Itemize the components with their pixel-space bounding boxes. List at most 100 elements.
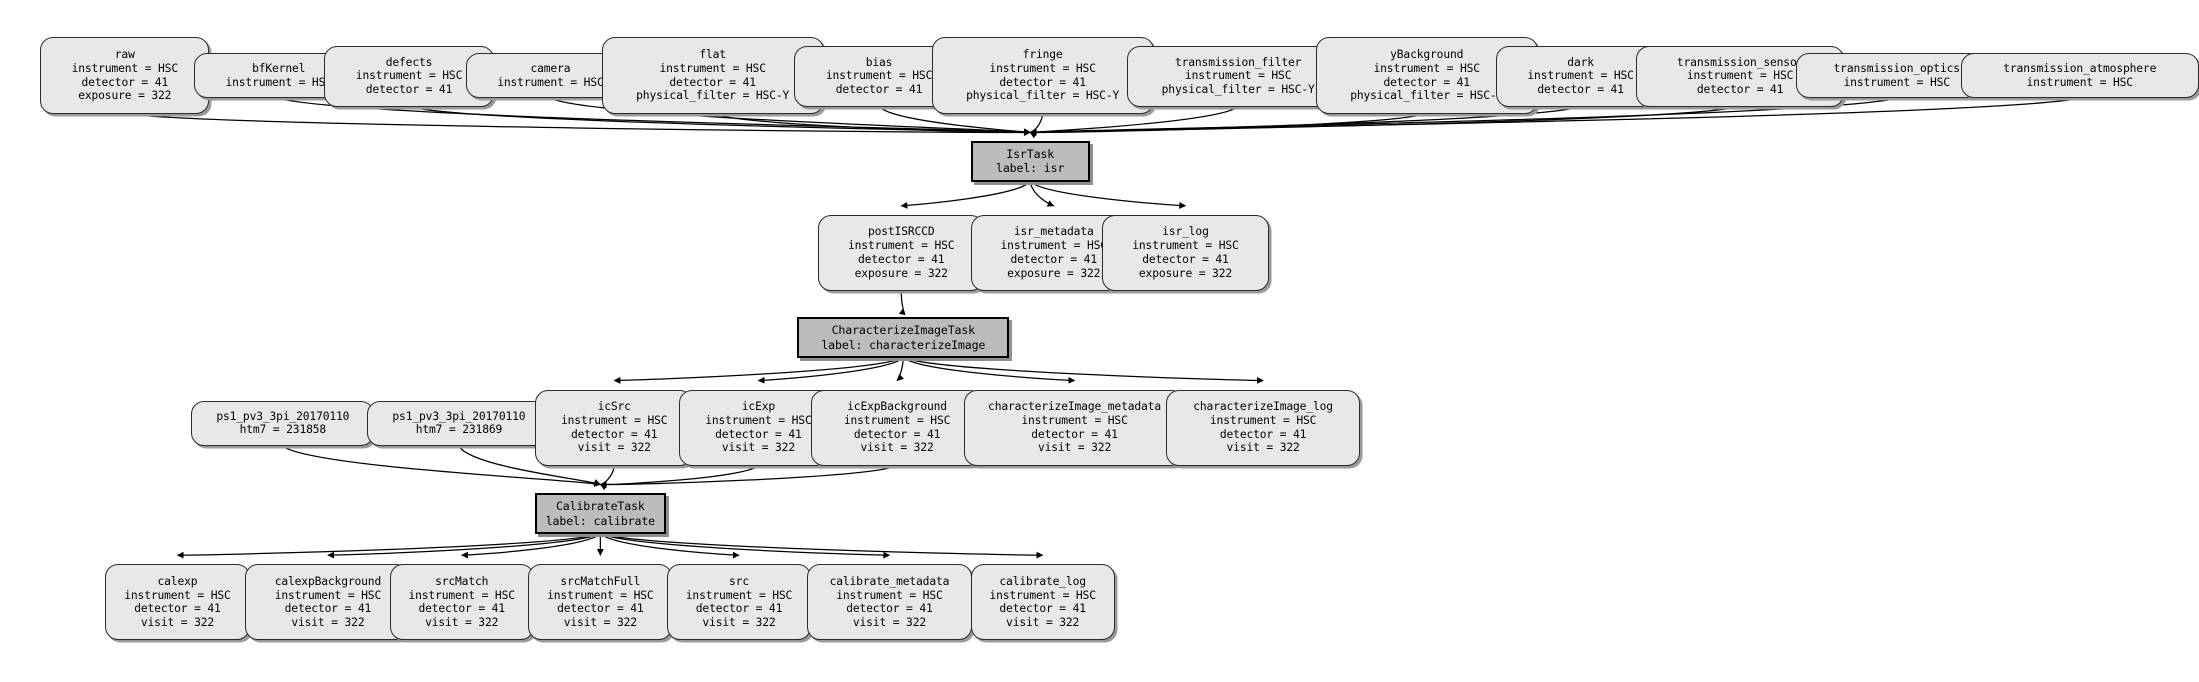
node-line: src: [729, 574, 749, 588]
node-line: visit = 322: [291, 616, 365, 630]
node-line: visit = 322: [563, 616, 637, 630]
node-line: camera: [530, 61, 571, 75]
node-line: defects: [385, 55, 433, 69]
node-line: visit = 322: [1006, 616, 1080, 630]
node-line: detector = 41: [715, 427, 802, 441]
node-line: CharacterizeImageTask: [831, 323, 976, 338]
edge-raw-to-IsrTask: [124, 113, 1031, 136]
node-line: instrument = HSC: [547, 588, 654, 602]
node-line: icSrc: [597, 400, 631, 414]
node-line: detector = 41: [999, 75, 1086, 89]
node-line: instrument = HSC: [355, 69, 463, 83]
node-line: instrument = HSC: [848, 239, 955, 253]
node-line: instrument = HSC: [685, 588, 793, 602]
node-line: label: isr: [996, 161, 1065, 176]
node-line: characterizeImage_metadata: [988, 400, 1161, 414]
node-line: calexpBackground: [274, 574, 382, 588]
edge-CalibrateTask-to-calexp: [176, 533, 601, 559]
edge-paths: [124, 97, 2080, 559]
node-line: calibrate_log: [999, 574, 1086, 588]
node-line: instrument = HSC: [1527, 69, 1634, 83]
node-line: physical_filter = HSC-Y: [1350, 89, 1504, 103]
node-line: instrument = HSC: [561, 413, 668, 427]
node-line: detector = 41: [1537, 83, 1624, 97]
node-line: srcMatch: [435, 574, 489, 588]
node-line: detector = 41: [570, 427, 658, 441]
node-line: instrument = HSC: [1000, 239, 1108, 253]
node-line: CalibrateTask: [555, 499, 645, 514]
node-line: detector = 41: [284, 602, 372, 616]
node-line: instrument = HSC: [825, 69, 933, 83]
node-line: detector = 41: [1696, 83, 1784, 97]
node-line: exposure = 322: [1138, 266, 1233, 280]
edge-icSrc-to-CalibrateTask: [599, 465, 615, 491]
node-line: srcMatchFull: [560, 574, 641, 588]
node-line: detector = 41: [999, 602, 1086, 616]
edge-CharacterizeImageTask-to-icExp: [757, 357, 904, 384]
node-line: visit = 322: [577, 441, 651, 455]
node-line: instrument = HSC: [2026, 75, 2134, 89]
node-line: transmission_filter: [1174, 55, 1302, 69]
node-line: isr_log: [1162, 225, 1209, 239]
edge-icExp-to-CalibrateTask: [599, 465, 759, 489]
node-line: physical_filter = HSC-Y: [966, 89, 1120, 103]
node-line: transmission_atmosphere: [2003, 61, 2157, 75]
node-line: instrument = HSC: [989, 588, 1096, 602]
node-line: detector = 41: [846, 602, 933, 616]
node-line: IsrTask: [1006, 147, 1055, 162]
node-line: detector = 41: [857, 252, 945, 266]
node-line: detector = 41: [853, 427, 941, 441]
edge-CalibrateTask-to-calibrate_log: [600, 533, 1044, 559]
node-line: visit = 322: [425, 616, 499, 630]
node-line: flat: [699, 47, 726, 61]
edge-CharacterizeImageTask-to-icExpBackground: [896, 357, 904, 381]
edge-flat-to-IsrTask: [712, 113, 1031, 136]
edge-IsrTask-to-isr_metadata: [1029, 181, 1055, 207]
node-line: transmission_optics: [1833, 61, 1961, 75]
node-line: calibrate_metadata: [829, 574, 950, 588]
node-line: yBackground: [1390, 47, 1464, 61]
node-line: detector = 41: [1010, 252, 1098, 266]
node-line: instrument = HSC: [836, 588, 943, 602]
edge-postISRCCD-to-CharacterizeImageTask: [898, 291, 906, 316]
node-line: instrument = HSC: [497, 75, 604, 89]
node-line: exposure = 322: [1007, 266, 1101, 280]
node-line: label: characterizeImage: [821, 337, 986, 352]
node-line: instrument = HSC: [989, 61, 1096, 75]
node-line: instrument = HSC: [1132, 239, 1239, 253]
node-line: physical_filter = HSC-Y: [636, 89, 790, 103]
node-line: detector = 41: [695, 602, 783, 616]
node-line: detector = 41: [134, 602, 221, 616]
node-line: detector = 41: [81, 75, 169, 89]
node-line: instrument = HSC: [1184, 69, 1292, 83]
node-line: calexp: [157, 574, 198, 588]
node-line: detector = 41: [1383, 75, 1470, 89]
edge-IsrTask-to-postISRCCD: [900, 181, 1031, 209]
